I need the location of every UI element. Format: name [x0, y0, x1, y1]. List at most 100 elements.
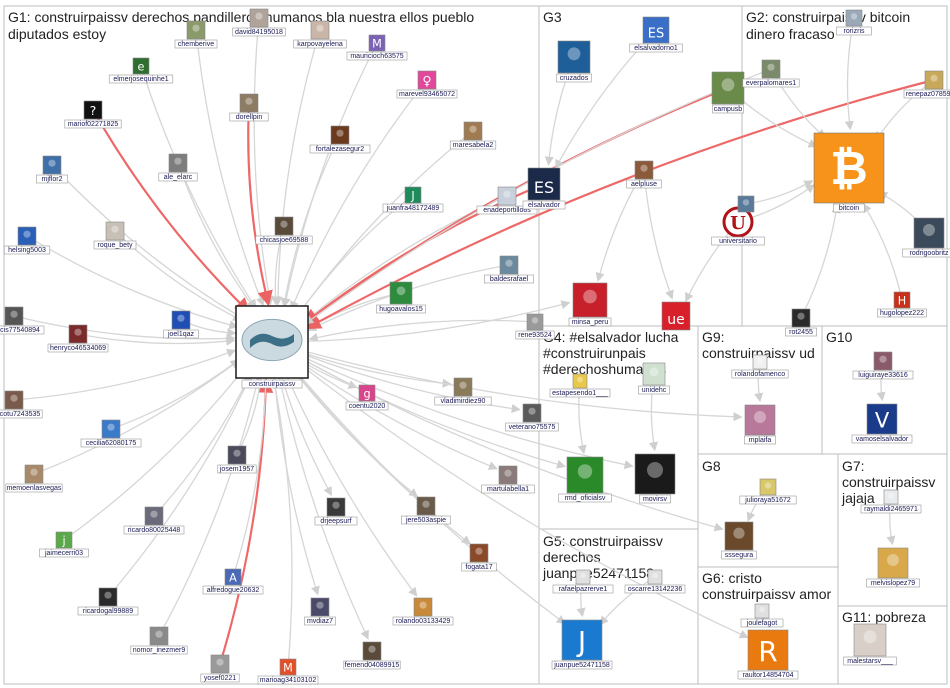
- node-ricardo80025448[interactable]: ricardo80025448: [123, 506, 185, 535]
- node-chemberive[interactable]: chemberive: [174, 20, 218, 49]
- node-rolando03133429[interactable]: rolando03133429: [392, 597, 454, 626]
- node-raymaldi2465971[interactable]: raymaldi2465971: [860, 489, 922, 514]
- node-rene93524[interactable]: rene93524: [515, 313, 555, 340]
- node-cruzados[interactable]: cruzados: [556, 40, 592, 83]
- node-sssegura[interactable]: sssegura: [721, 521, 757, 560]
- node-label-bg: [434, 396, 492, 406]
- node-francis77540894[interactable]: francis77540894: [0, 306, 45, 335]
- node-drjeepsurf[interactable]: drjeepsurf: [314, 497, 358, 526]
- node-joulefagot[interactable]: joulefagot: [740, 603, 784, 628]
- avatar-glyph-elmerjosequinhe1: e: [138, 60, 145, 73]
- node-roque_bety[interactable]: roque_bety: [93, 221, 137, 250]
- node-label-bg: [551, 660, 613, 670]
- node-ale_elarc[interactable]: ale_elarc: [158, 153, 198, 182]
- node-vladimirdiez90[interactable]: vladimirdiez90: [434, 377, 492, 406]
- node-aelpluse[interactable]: aelpluse: [626, 160, 662, 189]
- node-memoenlasvegas[interactable]: memoenlasvegas: [5, 464, 63, 493]
- node-femend04089915[interactable]: femend04089915: [343, 641, 401, 670]
- node-bitcoin[interactable]: ₿bitcoin: [813, 132, 885, 213]
- node-baldesrafael[interactable]: baldesrafael: [484, 255, 534, 284]
- node-marevel93465072[interactable]: ♀marevel93465072: [396, 70, 458, 99]
- node-unidehc[interactable]: unidehc: [638, 362, 670, 395]
- avatar-rolandofamenco: [752, 354, 768, 370]
- node-luiguiraye33616[interactable]: luiguiraye33616: [852, 351, 914, 380]
- avatar-photo-icon: [332, 501, 340, 509]
- node-rafaelpazrerve1[interactable]: rafaelpazrerve1: [552, 569, 614, 594]
- node-rorizris[interactable]: rorizris: [836, 9, 872, 36]
- node-chicasjoe69588[interactable]: chicasjoe69588: [255, 216, 313, 245]
- node-rot2455[interactable]: rot2455: [785, 308, 817, 337]
- node-estapesendo1[interactable]: estapesendo1___: [549, 373, 611, 398]
- node-fortalezasegur2[interactable]: fortalezasegur2: [309, 125, 371, 154]
- node-melvislopez79[interactable]: melvislopez79: [866, 547, 920, 588]
- node-henryco46534069[interactable]: henryco46534069: [47, 324, 109, 353]
- node-dorellpin[interactable]: dorellpin: [229, 93, 269, 122]
- node-david84195018[interactable]: david84195018: [232, 8, 286, 37]
- node-malestarsv[interactable]: malestarsv___: [843, 623, 897, 666]
- node-fogata17[interactable]: fogata17: [461, 543, 497, 572]
- node-nomor_inezmer9[interactable]: nomor_inezmer9: [130, 626, 188, 655]
- node-jere503aspie[interactable]: jere503aspie: [401, 496, 451, 525]
- node-label: raultor14854704: [743, 672, 794, 679]
- node-label: juanpue52471158: [553, 662, 610, 669]
- node-renepaz07859352[interactable]: renepaz07859352: [903, 70, 950, 99]
- node-helsing5003[interactable]: helsing5003: [3, 226, 51, 255]
- node-mvdiaz7[interactable]: mvdiaz7: [304, 597, 336, 626]
- node-julioraya51672[interactable]: julioraya51672: [739, 478, 797, 505]
- node-maresabela2[interactable]: maresabela2: [449, 121, 497, 150]
- avatar-glyph-elsalvadorno1: ES: [648, 26, 664, 41]
- node-marcotu7243535[interactable]: marcotu7243535: [0, 390, 43, 419]
- node-karpovayelena[interactable]: karpovayelena: [293, 20, 347, 49]
- edge-marcotu7243535-to-construirpaissv: [13, 348, 237, 401]
- node-g2small[interactable]: [737, 195, 755, 213]
- g11-title: G11: pobreza: [842, 609, 926, 625]
- node-veterano75575[interactable]: veterano75575: [505, 403, 559, 432]
- node-cecilia62080175[interactable]: cecilia62080175: [80, 419, 142, 448]
- g3-title: G3: [543, 9, 562, 25]
- node-mariof02271825[interactable]: ?mariof02271825: [64, 100, 122, 129]
- node-construirpaissv[interactable]: construirpaissv: [235, 305, 309, 389]
- node-label-bg: [241, 379, 303, 389]
- node-enadeportillo8s[interactable]: enadeportillo8s: [476, 186, 538, 215]
- avatar-rmd_oficialsv: [566, 456, 604, 494]
- node-ue[interactable]: ue: [661, 301, 691, 331]
- node-ricardogal99889[interactable]: ricardogal99889: [77, 587, 139, 616]
- node-label-bg: [255, 235, 313, 245]
- g6-title-line2: construirpaissv amor: [702, 586, 831, 602]
- node-mjflor2[interactable]: mjflor2: [36, 155, 68, 184]
- node-rolandofamenco[interactable]: rolandofamenco: [731, 354, 789, 379]
- edge-marioag34103102-to-construirpaissv: [270, 378, 293, 668]
- node-martulabella1[interactable]: martulabella1: [481, 465, 535, 494]
- node-josem1957[interactable]: josem1957: [217, 445, 257, 474]
- node-campusb[interactable]: campusb: [711, 71, 745, 114]
- avatar-photo-icon: [245, 97, 253, 105]
- node-minsa_peru[interactable]: minsa_peru: [568, 282, 612, 327]
- node-mplaifa[interactable]: mplaifa: [744, 404, 776, 445]
- node-label-bg: [123, 525, 185, 535]
- node-label-bg: [860, 504, 922, 514]
- node-oscarre13142236[interactable]: oscarre13142236: [624, 569, 686, 594]
- g1-title-line1: G1: construirpaissv derechos pandilleros…: [8, 9, 474, 25]
- node-everpalomares1[interactable]: everpalomares1: [742, 59, 800, 88]
- node-rodrigoobritz[interactable]: rodrigoobritz: [902, 217, 950, 258]
- node-yosef0221[interactable]: yosef0221: [200, 654, 240, 683]
- node-rmd_oficialsv[interactable]: rmd_oficialsv: [558, 456, 612, 503]
- node-joel1qaz[interactable]: joel1qaz: [163, 310, 199, 339]
- node-hugoavalos15[interactable]: hugoavalos15: [376, 281, 426, 314]
- node-movirsv[interactable]: movirsv: [634, 453, 676, 504]
